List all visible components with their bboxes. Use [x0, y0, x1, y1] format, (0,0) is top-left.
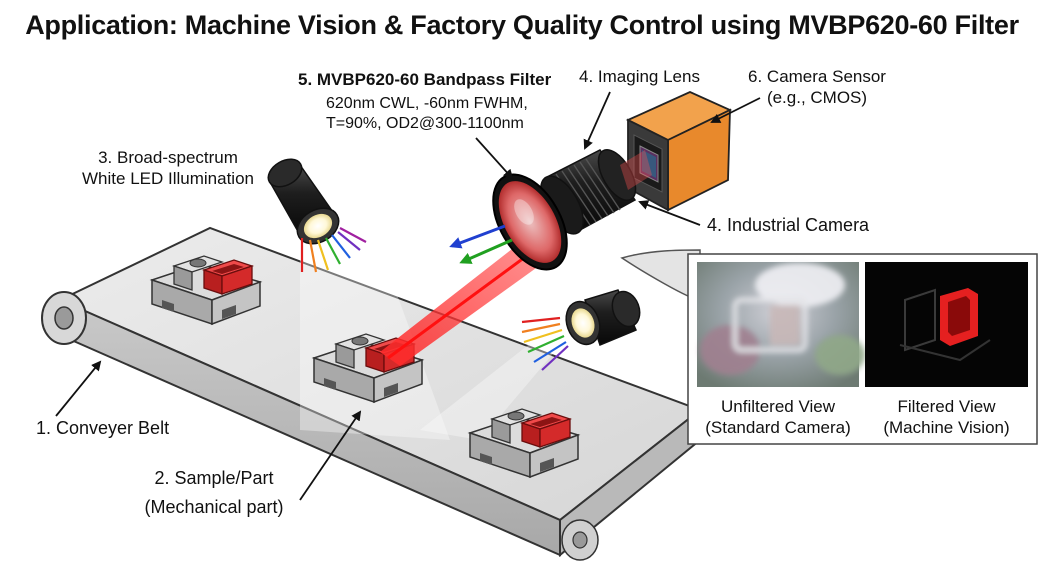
page-title: Application: Machine Vision & Factory Qu… [25, 10, 1019, 40]
led-illuminator-left [267, 158, 340, 245]
arrow-to-filter [475, 137, 514, 180]
led-illuminator-right [565, 289, 641, 347]
blocked-rays [449, 224, 513, 264]
label-led-1: 3. Broad-spectrum [98, 148, 238, 167]
caption-unfiltered-1: Unfiltered View [720, 397, 836, 416]
industrial-camera [625, 91, 733, 212]
caption-filtered-1: Filtered View [897, 397, 996, 416]
label-imaging-lens: 4. Imaging Lens [579, 67, 700, 86]
spectrum-rays-left [300, 227, 367, 273]
label-sample-1: 2. Sample/Part [154, 468, 273, 488]
caption-unfiltered-2: (Standard Camera) [705, 418, 851, 437]
leader-arrows [55, 91, 761, 501]
label-filter-title: 5. MVBP620-60 Bandpass Filter [298, 70, 552, 89]
arrow-to-sensor [710, 97, 761, 123]
label-filter-spec-2: T=90%, OD2@300-1100nm [326, 115, 524, 132]
sensor-light [620, 150, 652, 190]
bandpass-filter [492, 173, 568, 271]
label-led-2: White LED Illumination [82, 169, 254, 188]
label-camera-sensor-1: 6. Camera Sensor [748, 67, 886, 86]
caption-filtered-2: (Machine Vision) [883, 418, 1010, 437]
beam-arrow [387, 244, 543, 360]
label-camera-sensor-2: (e.g., CMOS) [767, 88, 867, 107]
imaging-lens [540, 149, 637, 235]
arrow-to-part [299, 410, 362, 501]
spectrum-rays-right [521, 316, 569, 371]
label-industrial-camera: 4. Industrial Camera [707, 215, 870, 235]
label-filter-spec-1: 620nm CWL, -60nm FWHM, [326, 95, 528, 112]
arrow-to-camera [638, 200, 701, 226]
view-comparison-inset [687, 253, 1038, 445]
caption-filtered: Filtered View (Machine Vision) [865, 396, 1028, 438]
caption-unfiltered: Unfiltered View (Standard Camera) [697, 396, 859, 438]
label-sample-2: (Mechanical part) [144, 497, 283, 517]
arrow-to-belt [55, 360, 102, 417]
label-conveyor-belt: 1. Conveyer Belt [36, 418, 169, 438]
arrow-to-lens [583, 91, 611, 150]
